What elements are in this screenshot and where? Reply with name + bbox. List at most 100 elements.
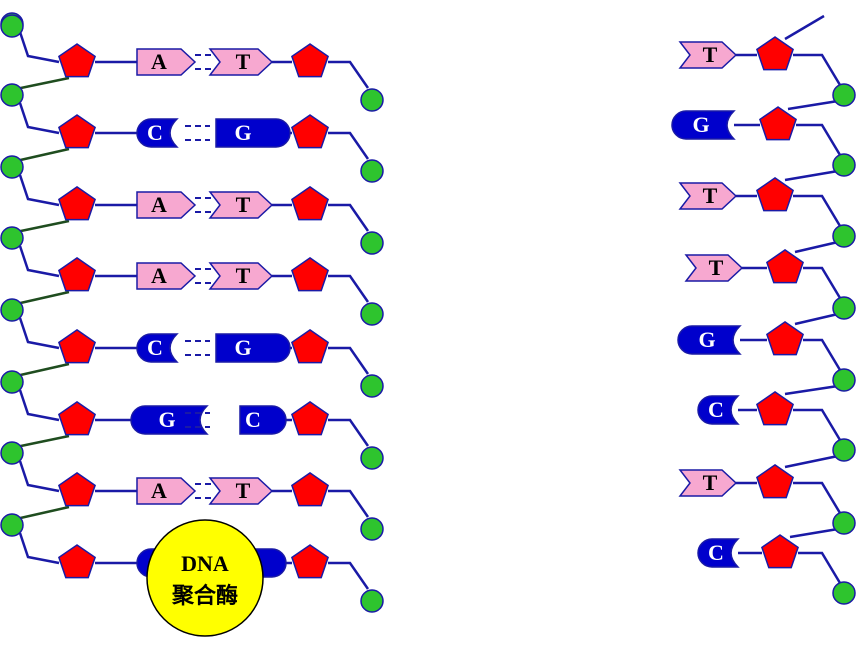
free-backbone-0 [793,53,842,86]
left-backbone-7 [18,532,60,565]
left-phosphate-7 [0,513,24,537]
right-base-4-label: G [234,335,251,360]
left-backbone-0 [18,31,60,64]
free-base-4-label: G [698,327,715,352]
left-base-0-label: A [151,49,167,74]
free-phosphodiester-3 [794,240,839,254]
left-base-2 [136,191,197,219]
free-phosphodiester-1 [787,99,839,111]
left-base-3-label: A [151,263,167,288]
free-phosphate-7 [832,581,856,605]
right-backbone-4 [328,346,370,375]
left-phosphate-3 [0,226,24,250]
left-phosphodiester-2 [15,219,70,234]
right-backbone-7 [328,561,370,590]
left-sugar-7 [58,544,96,579]
free-base-6-label: T [703,470,718,495]
right-sugar-6 [291,471,329,507]
left-base-2-label: A [151,192,167,217]
right-base-1 [215,118,291,148]
free-base-3 [684,254,744,282]
free-phosphate-2 [832,224,856,248]
left-backbone-4 [18,317,60,350]
enzyme-label-line2: 聚合酶 [171,583,238,608]
free-base-5-label: C [708,397,724,422]
left-phosphodiester-6 [15,505,70,521]
left-backbone-6 [18,460,60,493]
free-phosphodiester-5 [784,384,839,396]
free-phosphate-1 [832,153,856,177]
free-sugar-7 [761,534,799,569]
left-phosphodiester-5 [15,434,70,449]
right-backbone-1 [328,131,370,160]
enzyme-circle [146,519,264,637]
right-sugar-5 [291,400,329,436]
left-backbone-1 [18,102,60,135]
left-base-1 [136,118,179,148]
free-phosphodiester-7 [789,527,839,539]
right-base-2 [208,191,274,219]
right-sugar-0 [291,43,329,78]
left-sugar-1 [58,114,96,149]
right-backbone-3 [328,274,370,303]
right-base-1-label: G [234,120,251,145]
right-phosphate-0 [360,88,384,112]
free-base-5 [697,395,740,425]
free-sugar-6 [756,463,794,499]
free-backbone-3 [803,266,842,299]
free-sugar-5 [756,390,794,426]
left-base-1-label: C [147,120,163,145]
left-phosphate-1 [0,83,24,107]
right-base-2-label: T [236,192,251,217]
free-base-0 [678,41,738,69]
free-base-4 [677,325,742,355]
left-sugar-2 [58,185,96,221]
right-phosphate-7 [360,589,384,613]
free-backbone-7 [798,551,842,584]
right-phosphate-6 [360,517,384,541]
right-phosphate-3 [360,302,384,326]
right-sugar-4 [291,328,329,364]
right-base-5-label: C [245,407,261,432]
left-base-0 [136,48,197,76]
right-backbone-2 [328,203,370,232]
right-phosphate-5 [360,446,384,470]
left-sugar-6 [58,471,96,507]
right-base-0 [208,48,274,76]
free-phosphate-5 [832,438,856,462]
free-base-1 [671,110,736,140]
left-phosphodiester-1 [15,147,70,163]
free-base-7-label: C [708,540,724,565]
right-base-6-label: T [236,478,251,503]
right-base-3-label: T [236,263,251,288]
left-sugar-4 [58,328,96,364]
right-phosphate-1 [360,159,384,183]
right-backbone-5 [328,418,370,447]
free-phosphate-4 [832,368,856,392]
left-base-3 [136,262,197,290]
left-sugar-5 [58,400,96,436]
left-phosphodiester-3 [15,290,70,306]
left-backbone-5 [18,389,60,422]
right-backbone-6 [328,489,370,518]
right-base-6 [208,477,274,505]
left-backbone-2 [18,174,60,207]
right-base-3 [208,262,274,290]
free-sugar-4 [766,320,804,356]
free-phosphodiester-2 [784,169,839,182]
right-backbone-0 [328,60,370,89]
right-base-5 [239,405,287,435]
enzyme-label-line1: DNA [181,551,229,576]
left-phosphate-6 [0,441,24,465]
left-phosphodiester-4 [15,362,70,378]
left-phosphate-5 [0,370,24,394]
free-backbone-5 [793,408,842,441]
right-base-4 [215,333,291,363]
free-base-0-label: T [703,42,718,67]
free-backbone-4 [803,338,842,371]
left-sugar-0 [58,43,96,78]
left-sugar-3 [58,256,96,292]
free-phosphodiester-6 [784,454,839,469]
right-phosphate-4 [360,374,384,398]
